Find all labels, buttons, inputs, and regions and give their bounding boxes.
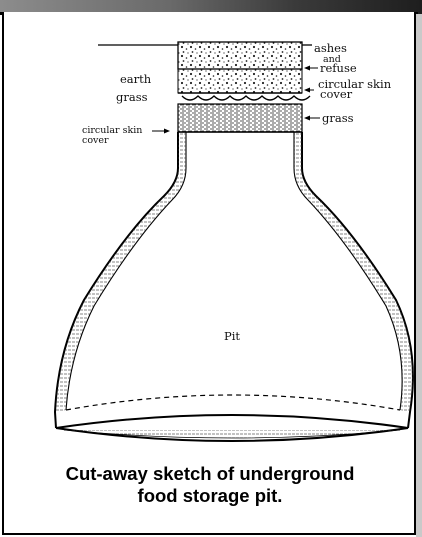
- pit-wall-right-outer: [302, 132, 413, 428]
- label-skin-cover-left-2: cover: [82, 135, 109, 146]
- pit-floor-back: [56, 415, 408, 428]
- earth-layer: [178, 69, 302, 93]
- label-ashes: ashes: [314, 41, 347, 55]
- label-grass-left: grass: [116, 90, 148, 104]
- label-grass-right: grass: [322, 111, 354, 125]
- label-earth: earth: [120, 72, 152, 86]
- pit-floor-dashed: [66, 395, 400, 410]
- grass-plug: [178, 104, 302, 132]
- figure-caption: Cut-away sketch of underground food stor…: [10, 463, 410, 507]
- skin-cover-upper: [182, 96, 310, 100]
- caption-line-2: food storage pit.: [10, 485, 410, 507]
- label-refuse: refuse: [320, 61, 357, 75]
- caption-line-1: Cut-away sketch of underground: [10, 463, 410, 485]
- label-pit: Pit: [224, 329, 240, 343]
- ashes-layer: [178, 42, 302, 69]
- label-skin-cover-right-2: cover: [320, 87, 353, 101]
- pit-wall-left-outer: [55, 132, 178, 428]
